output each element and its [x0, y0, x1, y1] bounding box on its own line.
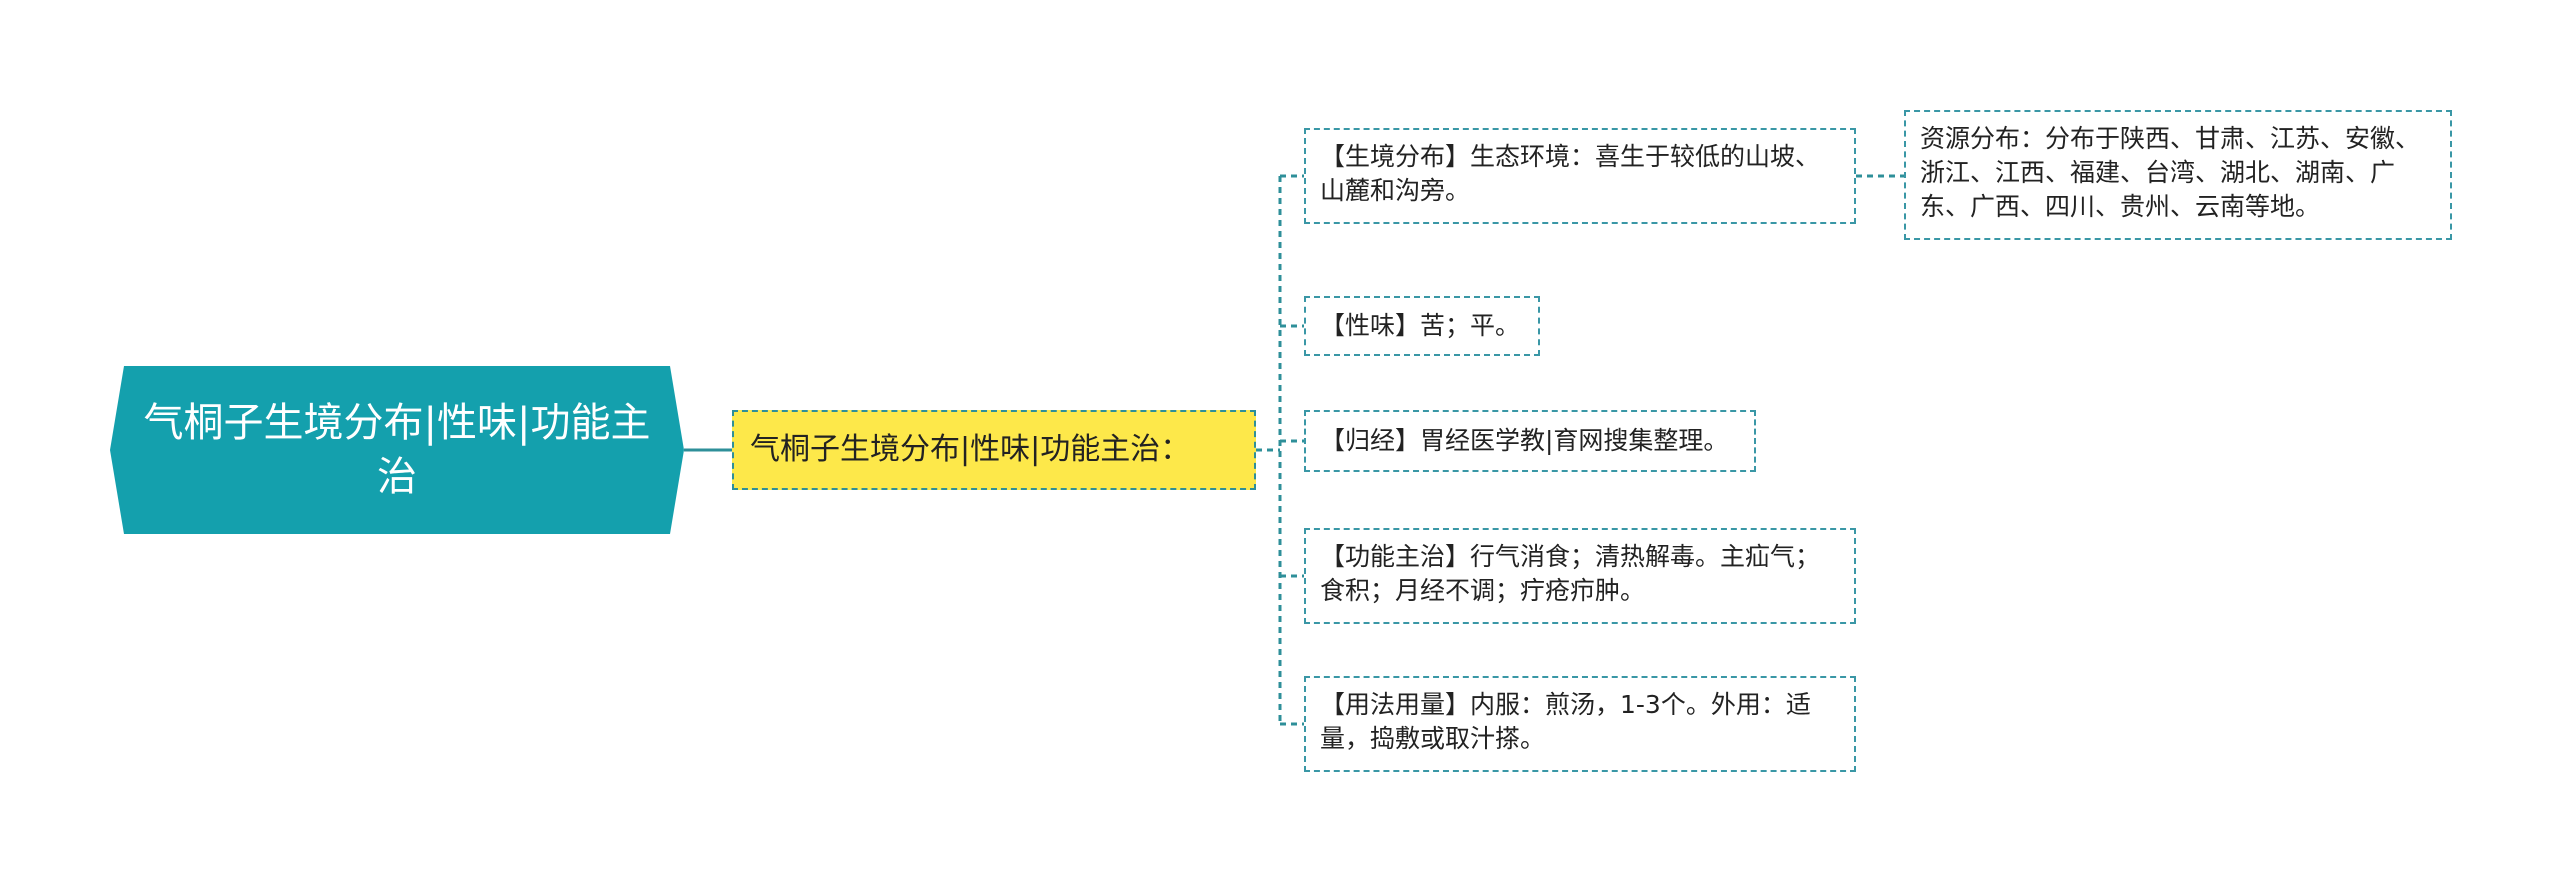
subtopic-function-label: 【功能主治】行气消食；清热解毒。主疝气；食积；月经不调；疔疮疖肿。 [1320, 542, 1821, 605]
subtopic-resource-node[interactable]: 资源分布：分布于陕西、甘肃、江苏、安徽、浙江、江西、福建、台湾、湖北、湖南、广东… [1904, 110, 2452, 240]
subtopic-habitat-label: 【生境分布】生态环境：喜生于较低的山坡、山麓和沟旁。 [1320, 142, 1821, 205]
subtopic-function-node[interactable]: 【功能主治】行气消食；清热解毒。主疝气；食积；月经不调；疔疮疖肿。 [1304, 528, 1856, 624]
root-topic-node[interactable]: 气桐子生境分布|性味|功能主治 [110, 366, 684, 534]
subtopic-usage-label: 【用法用量】内服：煎汤，1-3个。外用：适量，捣敷或取汁搽。 [1320, 690, 1811, 753]
main-topic-label: 气桐子生境分布|性味|功能主治： [750, 432, 1191, 467]
subtopic-meridian-label: 【归经】胃经医学教|育网搜集整理。 [1320, 426, 1729, 455]
main-topic-node[interactable]: 气桐子生境分布|性味|功能主治： [732, 410, 1256, 490]
subtopic-flavor-node[interactable]: 【性味】苦；平。 [1304, 296, 1540, 356]
subtopic-resource-label: 资源分布：分布于陕西、甘肃、江苏、安徽、浙江、江西、福建、台湾、湖北、湖南、广东… [1920, 124, 2421, 221]
subtopic-meridian-node[interactable]: 【归经】胃经医学教|育网搜集整理。 [1304, 410, 1756, 472]
root-topic-label: 气桐子生境分布|性味|功能主治 [143, 400, 651, 500]
subtopic-habitat-node[interactable]: 【生境分布】生态环境：喜生于较低的山坡、山麓和沟旁。 [1304, 128, 1856, 224]
subtopic-flavor-label: 【性味】苦；平。 [1320, 311, 1521, 340]
subtopic-usage-node[interactable]: 【用法用量】内服：煎汤，1-3个。外用：适量，捣敷或取汁搽。 [1304, 676, 1856, 772]
